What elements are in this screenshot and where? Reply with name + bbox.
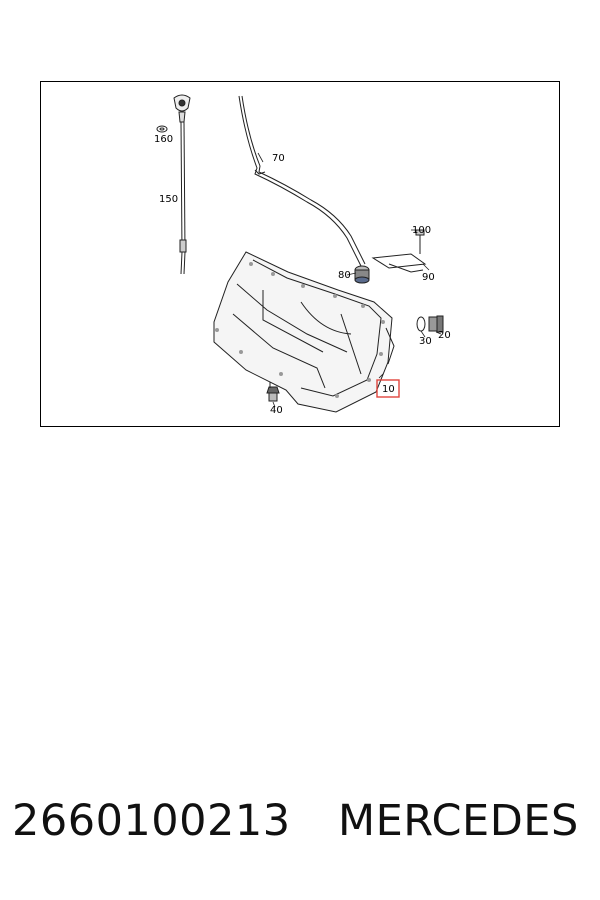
oil-pan-exploded-diagram: 160 150 70 100 80 90 20 30 10 40 bbox=[154, 94, 451, 416]
highlight-box-10 bbox=[376, 379, 400, 398]
parts-diagram-frame: 160 150 70 100 80 90 20 30 10 40 bbox=[40, 81, 560, 427]
callout-160: 160 bbox=[154, 134, 173, 145]
callout-150: 150 bbox=[159, 194, 178, 205]
callout-70: 70 bbox=[272, 153, 285, 164]
bracket-and-bolt bbox=[371, 229, 427, 273]
product-caption: 2660100213 MERCEDES bbox=[0, 796, 600, 866]
dipstick-assembly bbox=[156, 94, 191, 275]
part-number: 2660100213 bbox=[12, 796, 291, 846]
callout-40: 40 bbox=[270, 405, 283, 416]
small-sensor-screw bbox=[266, 382, 280, 402]
callout-30: 30 bbox=[419, 336, 432, 347]
callout-80: 80 bbox=[338, 270, 351, 281]
callout-100: 100 bbox=[412, 225, 431, 236]
guide-tube bbox=[238, 95, 366, 267]
oil-plug bbox=[354, 265, 370, 284]
oil-pan bbox=[213, 251, 395, 413]
callout-90: 90 bbox=[422, 272, 435, 283]
callout-20: 20 bbox=[438, 330, 451, 341]
callout-10: 10 bbox=[382, 384, 395, 395]
brand-name: MERCEDES bbox=[338, 796, 579, 846]
